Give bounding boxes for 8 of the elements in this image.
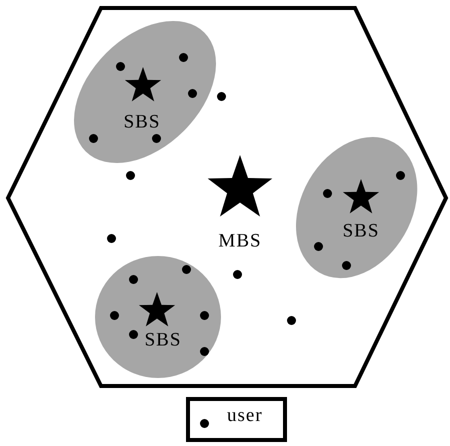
station-label: SBS bbox=[342, 222, 380, 240]
station-label: MBS bbox=[218, 232, 262, 250]
coverage-ellipse bbox=[95, 256, 221, 378]
station-label: SBS bbox=[124, 112, 160, 132]
legend-label: user bbox=[227, 406, 263, 427]
station-label: SBS bbox=[144, 330, 182, 350]
coverage-ellipse bbox=[74, 21, 216, 163]
coverage-ellipse bbox=[296, 137, 418, 279]
